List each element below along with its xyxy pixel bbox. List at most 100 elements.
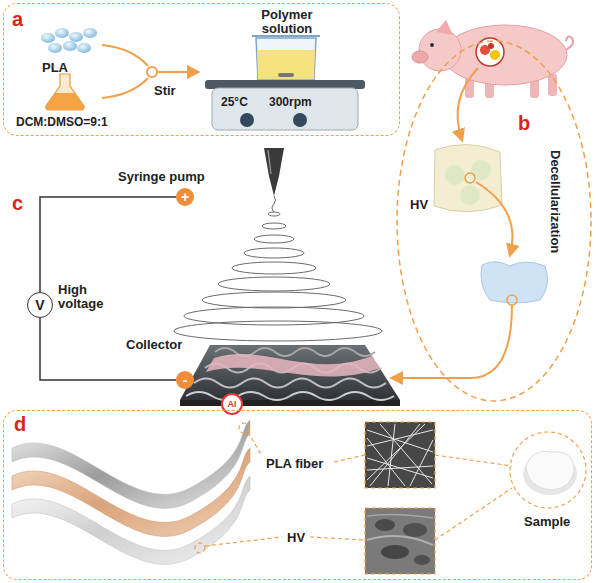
jet-loop — [232, 262, 316, 274]
decellularized-tissue — [481, 262, 548, 303]
sample-frame — [510, 432, 586, 508]
jet-loop — [262, 223, 286, 229]
meter-sign: V — [28, 293, 52, 317]
tissue-label: HV — [410, 198, 428, 212]
leader-line — [248, 432, 262, 456]
tissue-ridge — [367, 514, 433, 518]
leader-line — [310, 537, 365, 540]
spinneret-needle — [264, 148, 284, 212]
decellularization-arrow — [476, 182, 512, 255]
taylor-jet — [272, 196, 276, 212]
pellet — [63, 41, 77, 51]
pore — [414, 555, 430, 565]
pore — [375, 519, 395, 531]
panel-letter: a — [12, 8, 23, 30]
leader-line — [435, 455, 512, 466]
panel-outline — [396, 40, 592, 402]
panel-ellipse: bHV Decellularization — [396, 40, 592, 402]
fiber-mesh — [194, 379, 386, 388]
stir-bar — [278, 73, 294, 77]
jet-loop — [202, 292, 346, 308]
pellet — [55, 28, 69, 38]
fiber-mesh — [186, 392, 394, 400]
heart-valve-tissue — [434, 144, 502, 211]
device-label: High voltage — [58, 283, 114, 311]
valve-leaflet — [445, 165, 465, 185]
pellet — [77, 43, 91, 53]
leader-line — [435, 488, 512, 540]
merge-ring — [147, 67, 157, 77]
pellet — [41, 33, 55, 43]
beaker-glass — [256, 38, 316, 80]
sample-patch — [526, 451, 574, 490]
panel-letter: b — [518, 112, 530, 134]
plate-top — [180, 345, 400, 400]
device-label: Collector — [126, 338, 182, 352]
fiber — [367, 430, 433, 446]
bottom-layer-group — [12, 476, 250, 564]
pig-head — [419, 29, 461, 71]
pore — [403, 523, 427, 537]
stirrer-knob — [293, 113, 307, 127]
jet-loop — [254, 235, 294, 243]
marker-ring — [465, 173, 475, 183]
jet-loop — [174, 321, 382, 341]
voltmeter-symbol: V — [27, 292, 53, 318]
harvest-arrow — [458, 68, 478, 140]
pla-pellets — [41, 28, 97, 53]
merge-line — [102, 78, 148, 98]
sample-photo — [510, 432, 586, 508]
positive-terminal: + — [176, 188, 194, 206]
sem-frame — [365, 508, 435, 574]
speed-label: 300rpm — [269, 95, 312, 109]
pla-layer — [12, 476, 250, 564]
sample-label: Sample — [524, 515, 570, 529]
marker-ring — [507, 295, 517, 305]
flow-arrow — [158, 71, 198, 73]
whipping-jet — [174, 212, 382, 341]
leader-lines — [195, 423, 512, 553]
valve-tissue — [434, 144, 502, 211]
solvent-ratio: DCM:DMSO=9:1 — [16, 115, 108, 129]
transfer-arrow — [392, 305, 512, 378]
layer-label: PLA fiber — [266, 457, 323, 471]
panel-letter: c — [12, 192, 23, 214]
pig-snout — [412, 51, 428, 63]
ai-badge — [222, 394, 242, 414]
flask-glass — [46, 74, 84, 110]
heart-chamber — [490, 50, 500, 60]
fiber — [388, 424, 395, 486]
sem-fiber-image — [365, 422, 435, 488]
merge-line — [102, 45, 148, 66]
terminal-sign: - — [176, 371, 194, 389]
heart-chamber — [488, 43, 494, 49]
solvent-flask — [46, 74, 84, 110]
jet-loop — [268, 212, 280, 216]
panel-ellipse-outline — [397, 41, 591, 401]
jet-loop — [218, 277, 330, 291]
pellet — [69, 32, 83, 42]
pig-eye — [430, 43, 434, 47]
needle — [264, 148, 284, 196]
panel-frame: dPLA fiberHVSample — [3, 410, 592, 580]
process-label: Stir — [154, 84, 176, 98]
pla-layer — [12, 420, 250, 508]
needle-highlight — [268, 150, 271, 174]
circuit-wire — [40, 197, 176, 292]
callout-ring — [195, 543, 205, 553]
solution-label: Polymer solution — [244, 8, 330, 36]
sem-hv-image — [365, 508, 435, 574]
tissue-layer-group — [12, 448, 250, 536]
device-label: Syringe pump — [118, 170, 205, 184]
tissue-ridge — [367, 536, 433, 545]
material-label: PLA — [42, 61, 68, 75]
process-label: Decellularization — [548, 150, 562, 253]
sem-fibers — [367, 424, 433, 486]
flask-liquid — [46, 93, 84, 110]
sem-frame — [365, 422, 435, 488]
terminal-sign: + — [176, 188, 194, 206]
pig-ear — [436, 20, 453, 35]
polymer-liquid — [257, 50, 315, 79]
fiber — [367, 458, 433, 478]
